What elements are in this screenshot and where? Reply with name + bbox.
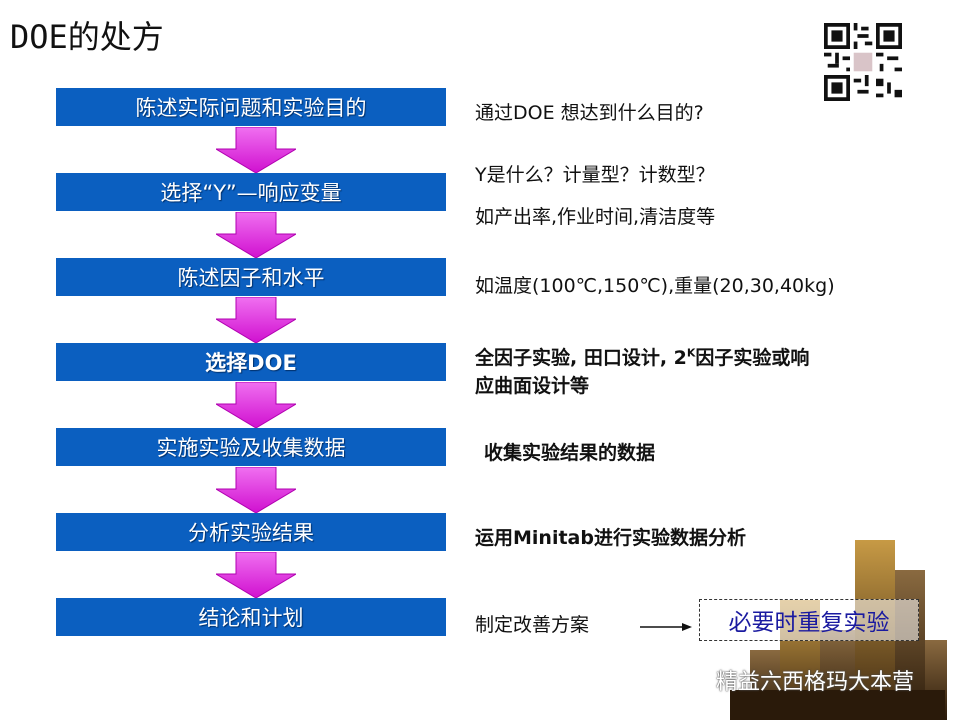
right-arrow-icon [640, 623, 692, 631]
down-arrow-icon [216, 127, 296, 173]
note-y-type: Y是什么？计量型？计数型？ [475, 164, 715, 186]
step-box-4: 选择DOE [56, 343, 446, 381]
step-box-7: 结论和计划 [56, 598, 446, 636]
note-doe-types: 全因子实验, 田口设计, 2K因子实验或响 [475, 343, 809, 370]
repeat-experiment-box: 必要时重复实验 [699, 599, 919, 641]
note-factors: 如温度(100℃,150℃),重量(20,30,40kg) [475, 275, 835, 297]
step-box-6: 分析实验结果 [56, 513, 446, 551]
step-box-1: 陈述实际问题和实验目的 [56, 88, 446, 126]
note-doe-superscript: K [686, 346, 696, 360]
watermark: 精益六西格玛大本营 [678, 664, 914, 696]
page-title: DOE的处方 [10, 18, 164, 56]
city-building-image [730, 540, 947, 720]
down-arrow-icon [216, 552, 296, 598]
note-plan: 制定改善方案 [475, 614, 590, 636]
step-box-2: 选择“Y”—响应变量 [56, 173, 446, 211]
note-analysis: 运用Minitab进行实验数据分析 [475, 527, 746, 549]
note-collect: 收集实验结果的数据 [484, 442, 656, 464]
note-doe-text: 全因子实验, 田口设计, 2 [475, 347, 687, 369]
step-box-5: 实施实验及收集数据 [56, 428, 446, 466]
note-y-examples: 如产出率,作业时间,清洁度等 [475, 206, 716, 228]
qr-code-icon [824, 23, 902, 101]
note-doe-text-2: 因子实验或响 [695, 347, 810, 369]
step-box-3: 陈述因子和水平 [56, 258, 446, 296]
wechat-icon [679, 669, 709, 691]
watermark-text: 精益六西格玛大本营 [716, 670, 915, 695]
down-arrow-icon [216, 297, 296, 343]
down-arrow-icon [216, 212, 296, 258]
note-doe-types-line2: 应曲面设计等 [475, 375, 590, 397]
note-purpose: 通过DOE 想达到什么目的? [475, 102, 704, 124]
down-arrow-icon [216, 467, 296, 513]
down-arrow-icon [216, 382, 296, 428]
